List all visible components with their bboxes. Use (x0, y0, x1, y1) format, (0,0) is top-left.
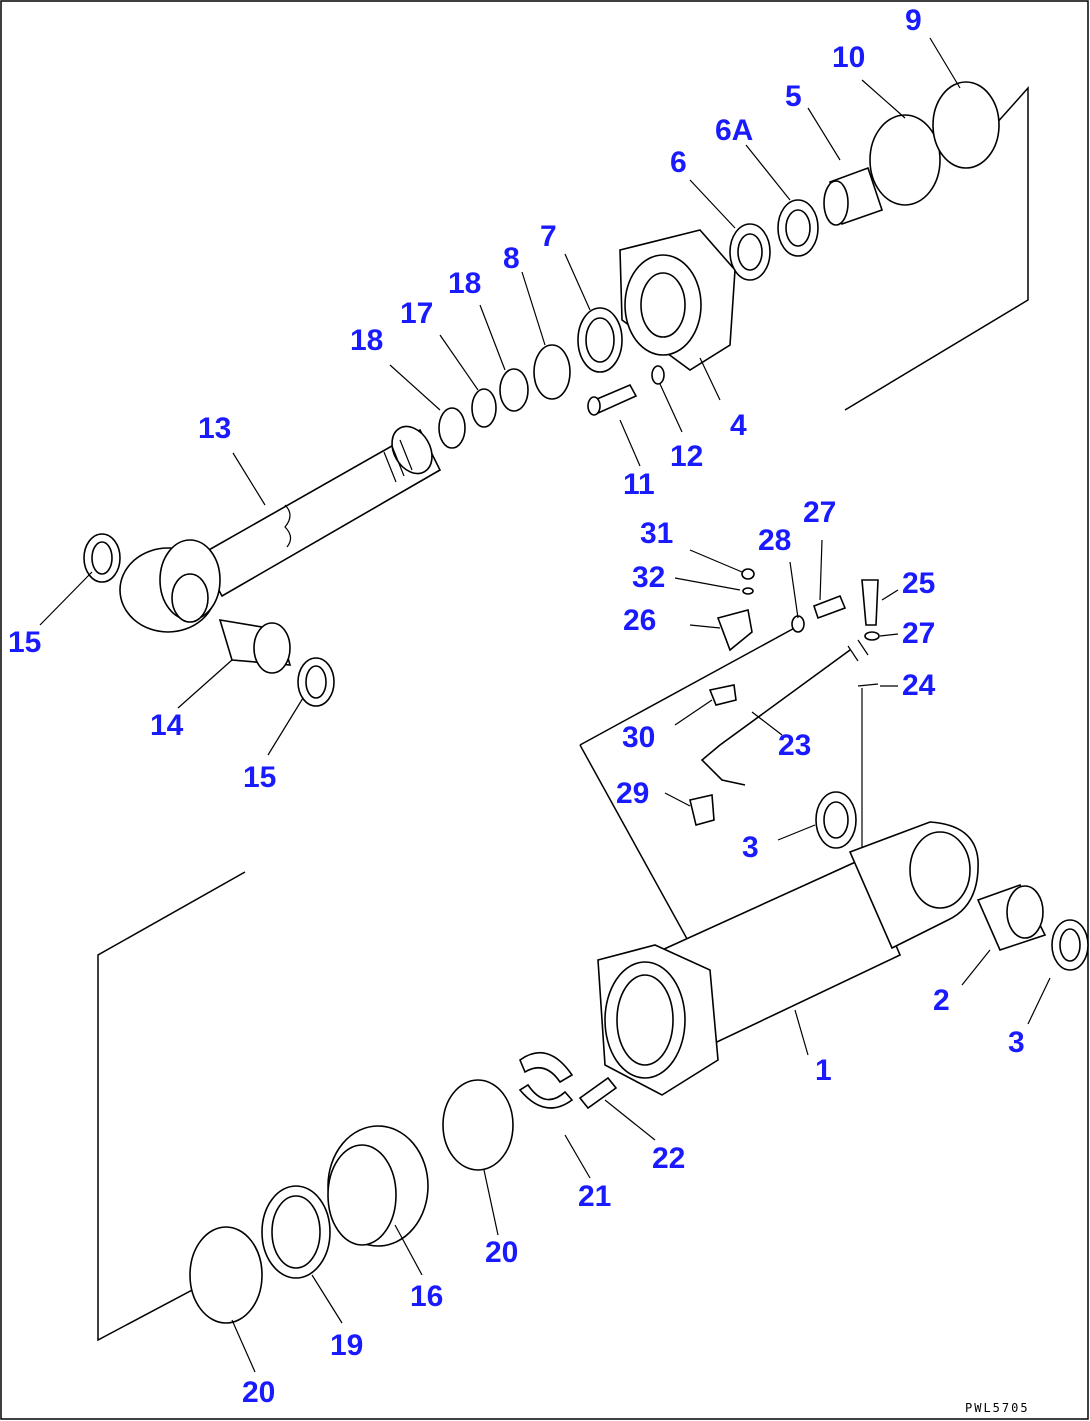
callout-20-lower: 20 (242, 1376, 275, 1409)
callout-3-middle: 3 (742, 831, 759, 864)
callout-21: 21 (578, 1180, 611, 1213)
callout-8: 8 (503, 242, 520, 275)
callout-12: 12 (670, 440, 703, 473)
callout-6A: 6A (715, 114, 753, 147)
callout-29: 29 (616, 777, 649, 810)
callout-23: 23 (778, 729, 811, 762)
cylinder-assembly (97, 821, 1089, 1342)
callout-10: 10 (832, 41, 865, 74)
callout-15-left: 15 (8, 626, 41, 659)
drawing-code: PWL5705 (965, 1401, 1030, 1415)
callout-1: 1 (815, 1054, 832, 1087)
callout-26: 26 (623, 604, 656, 637)
callout-13: 13 (198, 412, 231, 445)
leader-lines (39, 37, 1051, 1373)
callout-11: 11 (623, 468, 655, 501)
callout-18-upper: 18 (448, 267, 481, 300)
callout-15-lower: 15 (243, 761, 276, 794)
callout-25: 25 (902, 567, 935, 600)
callout-4: 4 (730, 409, 747, 442)
callout-7: 7 (540, 220, 557, 253)
callout-5: 5 (785, 80, 802, 113)
rod-assembly (83, 81, 1029, 707)
callout-6: 6 (670, 146, 687, 179)
callout-3-lower: 3 (1008, 1026, 1025, 1059)
callout-32: 32 (632, 561, 665, 594)
callout-19: 19 (330, 1329, 363, 1362)
callout-20-middle: 20 (485, 1236, 518, 1269)
callout-labels: 1 2 3 3 4 5 6 6A 7 8 9 10 11 12 13 14 15… (8, 4, 1025, 1409)
callout-18-left: 18 (350, 324, 383, 357)
callout-17: 17 (400, 297, 433, 330)
callout-9: 9 (905, 4, 922, 37)
callout-16: 16 (410, 1280, 443, 1313)
callout-27-upper: 27 (803, 496, 836, 529)
callout-30: 30 (622, 721, 655, 754)
callout-28: 28 (758, 524, 791, 557)
callout-24: 24 (902, 669, 936, 702)
callout-2: 2 (933, 984, 950, 1017)
callout-14: 14 (150, 709, 184, 742)
callout-27-lower: 27 (902, 617, 935, 650)
callout-31: 31 (640, 517, 673, 550)
piping-assembly (579, 568, 880, 996)
callout-22: 22 (652, 1142, 685, 1175)
